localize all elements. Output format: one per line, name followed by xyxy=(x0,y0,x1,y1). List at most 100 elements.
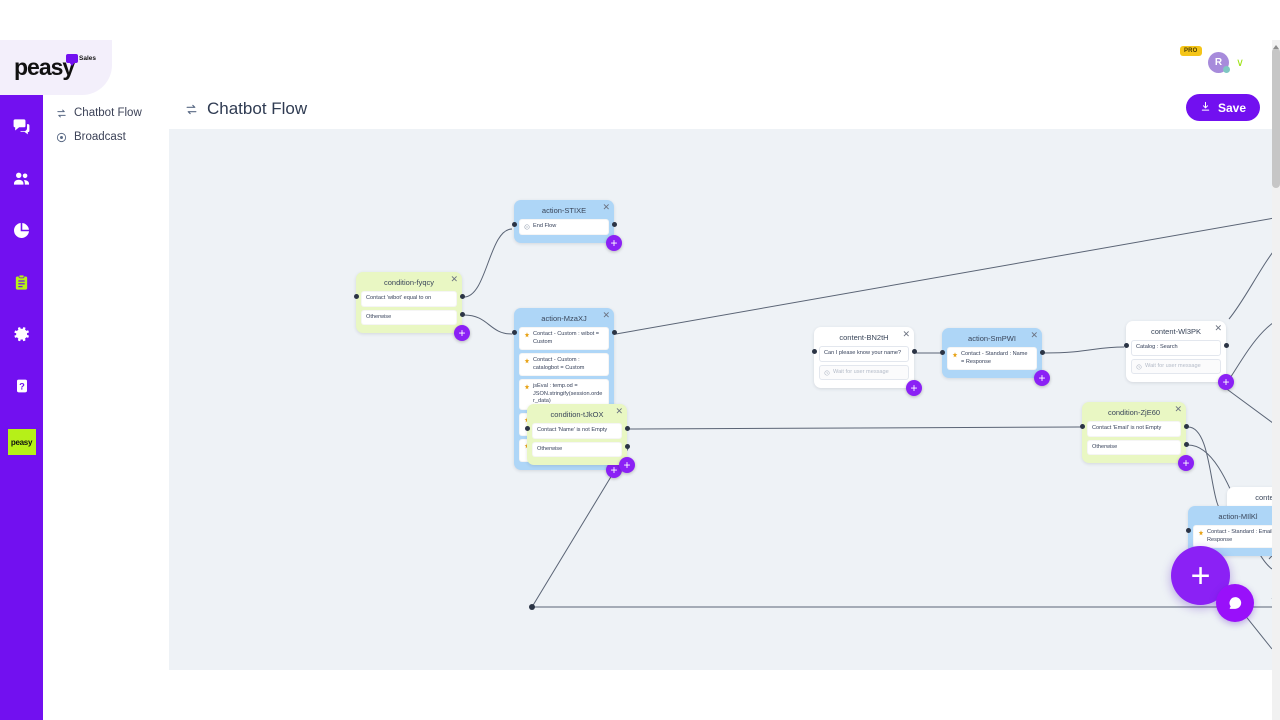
people-icon[interactable] xyxy=(5,161,39,195)
spark-icon xyxy=(524,331,530,346)
node-title: content-Wl3PK xyxy=(1150,327,1202,336)
node-title: content-BN2tH xyxy=(839,333,889,342)
node-input-port[interactable] xyxy=(353,294,359,299)
add-step-button[interactable]: + xyxy=(606,462,622,479)
close-icon[interactable]: ✕ xyxy=(615,406,623,416)
node-output-port[interactable] xyxy=(1183,424,1189,429)
add-step-button[interactable]: + xyxy=(454,325,470,342)
node-input-port[interactable] xyxy=(524,426,530,431)
node-row-text: Contact 'Email' is not Empty xyxy=(1092,425,1162,431)
node-title: condition-ZjE60 xyxy=(1107,408,1161,417)
flow-node-action-SmPWI[interactable]: action-SmPWI ✕ Contact - Standard : Name =… xyxy=(939,328,1050,387)
add-step-button[interactable]: + xyxy=(1218,374,1234,391)
save-button[interactable]: Save xyxy=(1185,94,1260,121)
node-row-text: Contact 'Name' is not Empty xyxy=(537,427,608,433)
close-icon[interactable]: ✕ xyxy=(1030,330,1038,340)
node-title: condition-fyqcy xyxy=(383,278,435,287)
flow-node-action-STIXE[interactable]: action-STIXE✕End Flow+ xyxy=(511,200,622,251)
node-row-text: Wait for user message xyxy=(1145,362,1201,369)
node-row[interactable]: Otherwise xyxy=(532,441,622,458)
node-row[interactable]: Contact - Standard : Email = Response xyxy=(1193,525,1272,549)
node-output-port[interactable] xyxy=(459,312,465,317)
node-row[interactable]: Contact - Custom : catalogbot = Custom xyxy=(519,353,609,377)
svg-text:?: ? xyxy=(19,381,25,391)
node-output-port[interactable] xyxy=(1039,350,1045,355)
flow-node-content-BN2tH[interactable]: content-BN2tH ✕ Can I please know your nam… xyxy=(811,327,922,397)
close-icon[interactable]: ✕ xyxy=(602,310,610,320)
primary-icon-rail: ? peasy xyxy=(0,95,43,720)
node-row-text: Otherwise xyxy=(537,445,563,452)
node-title: action-SmPWI xyxy=(968,334,1016,343)
close-icon[interactable]: ✕ xyxy=(1174,404,1182,414)
node-output-port[interactable] xyxy=(611,222,617,227)
node-output-port[interactable] xyxy=(624,426,630,431)
page-header: Chatbot Flow Save xyxy=(169,89,1272,129)
node-input-port[interactable] xyxy=(511,222,517,227)
gear-icon[interactable] xyxy=(5,317,39,351)
node-row[interactable]: Contact 'wibot' equal to on xyxy=(361,291,457,307)
add-step-button[interactable]: + xyxy=(1034,370,1050,387)
add-step-button[interactable]: + xyxy=(906,380,922,397)
node-row[interactable]: Can I please know your name? xyxy=(819,346,909,362)
node-row[interactable]: Contact - Standard : Name = Response xyxy=(947,347,1037,371)
save-button-label: Save xyxy=(1217,100,1246,115)
flow-node-condition-fyqcy[interactable]: condition-fyqcy ✕ Contact 'wibot' equal to… xyxy=(353,272,470,342)
node-output-port[interactable] xyxy=(459,294,465,299)
node-row-text: Otherwise xyxy=(366,313,392,320)
node-row[interactable]: Otherwise xyxy=(1087,439,1181,456)
top-bar: PRO R ∨ xyxy=(169,40,1272,89)
scroll-up-arrow-icon[interactable] xyxy=(1273,43,1279,49)
node-input-port[interactable] xyxy=(939,350,945,355)
sidebar-item-label: Broadcast xyxy=(74,131,126,143)
page-scrollbar-thumb[interactable] xyxy=(1272,48,1280,188)
node-row[interactable]: Catalog : Search xyxy=(1131,340,1221,356)
chat-support-fab[interactable] xyxy=(1216,584,1254,622)
add-step-button[interactable]: + xyxy=(619,457,635,474)
node-input-port[interactable] xyxy=(1185,528,1191,533)
add-step-button[interactable]: + xyxy=(606,234,622,251)
clock-icon xyxy=(1136,363,1142,370)
node-input-port[interactable] xyxy=(511,330,517,335)
chat-icon xyxy=(1229,596,1241,609)
app-logo[interactable]: peasy Sales xyxy=(0,40,112,95)
node-row[interactable]: Contact 'Name' is not Empty xyxy=(532,423,622,439)
node-row[interactable]: Wait for user message xyxy=(1131,358,1221,375)
avatar[interactable]: R xyxy=(1207,52,1230,73)
node-output-port[interactable] xyxy=(624,444,630,449)
close-icon[interactable]: ✕ xyxy=(602,202,610,212)
help-icon[interactable]: ? xyxy=(5,369,39,403)
close-icon[interactable]: ✕ xyxy=(902,329,910,339)
rail-peasy-badge[interactable]: peasy xyxy=(7,429,36,455)
spark-icon xyxy=(1198,529,1204,544)
node-row[interactable]: Contact 'Email' is not Empty xyxy=(1087,421,1181,437)
node-row-text: Otherwise xyxy=(1092,443,1118,450)
close-icon[interactable]: ✕ xyxy=(450,274,458,284)
pie-chart-icon[interactable] xyxy=(5,213,39,247)
node-output-port[interactable] xyxy=(611,330,617,335)
node-row[interactable]: Contact - Custom : wibot = Custom xyxy=(519,327,609,351)
node-output-port[interactable] xyxy=(911,349,917,354)
close-icon[interactable]: ✕ xyxy=(1214,323,1222,333)
node-row[interactable]: End Flow xyxy=(519,219,609,235)
flow-node-condition-ZjE60[interactable]: condition-ZjE60 ✕ Contact 'Email' is not E… xyxy=(1079,402,1194,472)
node-input-port[interactable] xyxy=(1123,343,1129,348)
flow-canvas[interactable]: condition-fyqcy ✕ Contact 'wibot' equal to… xyxy=(169,129,1272,670)
flow-swap-icon xyxy=(56,108,67,119)
node-input-port[interactable] xyxy=(811,349,817,354)
node-input-port[interactable] xyxy=(1079,424,1085,429)
node-row[interactable]: Otherwise xyxy=(361,309,457,326)
sidebar-item-broadcast[interactable]: Broadcast xyxy=(43,125,169,149)
node-output-port[interactable] xyxy=(1183,442,1189,447)
node-output-port[interactable] xyxy=(1223,343,1229,348)
user-menu[interactable]: PRO R ∨ xyxy=(1179,46,1244,73)
chat-bubbles-icon[interactable] xyxy=(5,109,39,143)
node-row-text: Contact - Standard : Name = Response xyxy=(961,351,1028,365)
add-step-button[interactable]: + xyxy=(1178,455,1194,472)
sidebar-item-chatbot-flow[interactable]: Chatbot Flow xyxy=(43,101,169,125)
node-row[interactable]: Wait for user message xyxy=(819,364,909,381)
clipboard-icon[interactable] xyxy=(5,265,39,299)
flow-node-condition-tJkOX[interactable]: condition-tJkOX✕Contact 'Name' is not Em… xyxy=(524,404,635,474)
page-scrollbar-track[interactable] xyxy=(1272,40,1280,720)
chevron-down-icon[interactable]: ∨ xyxy=(1235,57,1244,69)
